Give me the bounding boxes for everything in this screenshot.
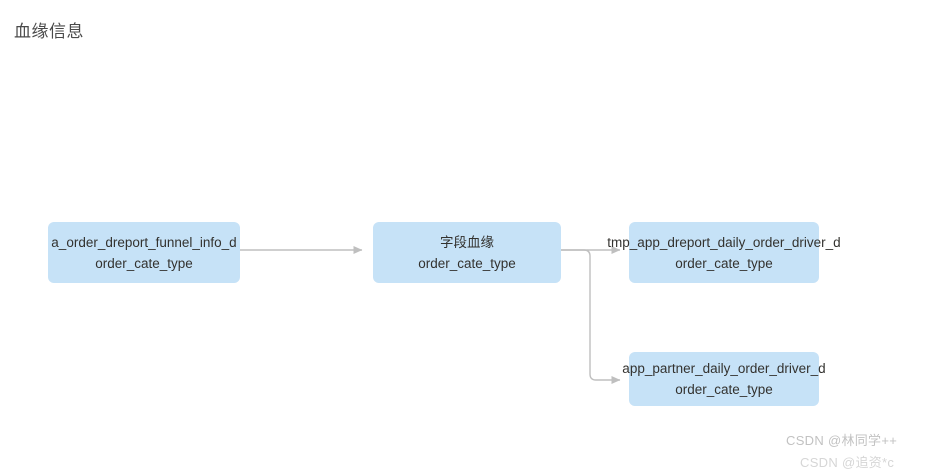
lineage-node-source-column: order_cate_type (95, 255, 193, 271)
lineage-node-target-bottom-label: app_partner_daily_order_driver_d order_c… (622, 358, 825, 400)
lineage-node-target-top-label: tmp_app_dreport_daily_order_driver_d ord… (607, 232, 840, 274)
lineage-node-center[interactable]: 字段血缘 order_cate_type (373, 222, 561, 283)
lineage-node-target-top-table: tmp_app_dreport_daily_order_driver_d (607, 234, 841, 250)
lineage-node-center-label: 字段血缘 order_cate_type (418, 232, 516, 274)
lineage-node-target-top-column: order_cate_type (675, 255, 773, 271)
lineage-node-center-title: 字段血缘 (439, 234, 494, 250)
lineage-node-center-column: order_cate_type (418, 255, 516, 271)
lineage-node-source[interactable]: a_order_dreport_funnel_info_d order_cate… (48, 222, 240, 283)
lineage-node-target-bottom[interactable]: app_partner_daily_order_driver_d order_c… (622, 352, 826, 406)
page-title: 血缘信息 (14, 22, 84, 41)
lineage-node-target-top[interactable]: tmp_app_dreport_daily_order_driver_d ord… (607, 222, 841, 283)
lineage-node-target-bottom-column: order_cate_type (675, 382, 773, 397)
lineage-node-source-table: a_order_dreport_funnel_info_d (51, 234, 237, 250)
lineage-node-target-bottom-table: app_partner_daily_order_driver_d (622, 361, 826, 376)
edge-center-to-target-bottom (561, 249, 621, 384)
lineage-node-source-label: a_order_dreport_funnel_info_d order_cate… (51, 232, 236, 274)
